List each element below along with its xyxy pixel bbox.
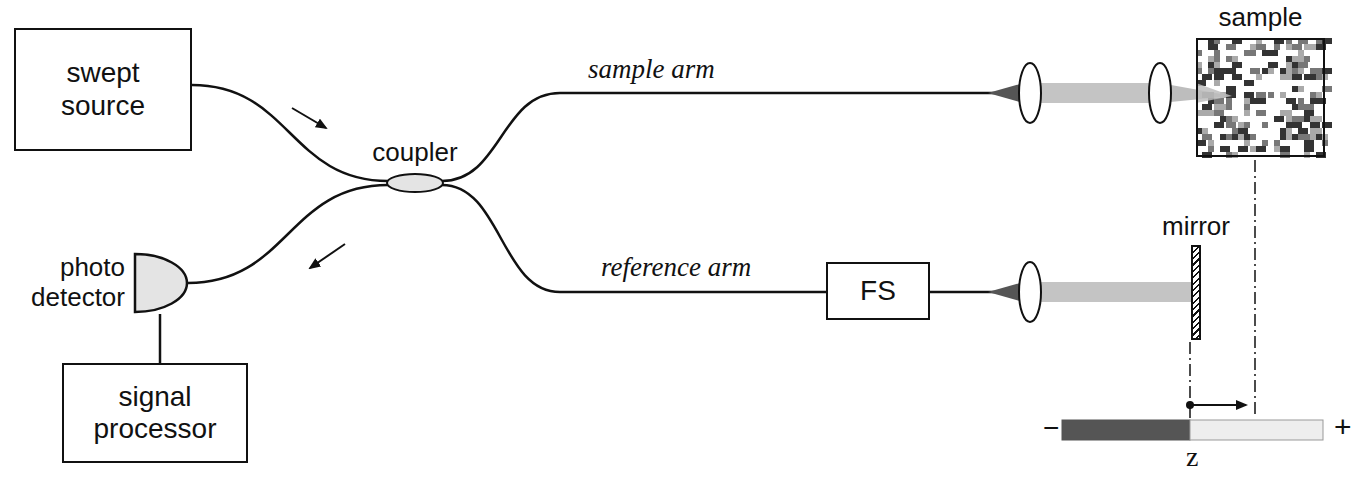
node-label: signal processor	[80, 381, 230, 445]
sample-block: sample	[1196, 38, 1325, 157]
optical-fiber	[159, 314, 162, 363]
coupler: coupler	[386, 173, 444, 193]
z-arrow	[1190, 404, 1246, 406]
light-beam	[1020, 282, 1192, 302]
coupler-shape	[386, 173, 444, 193]
lens	[1019, 63, 1041, 123]
mirror: mirror	[1191, 245, 1201, 340]
photo-detector-shape	[133, 252, 189, 314]
optical-fiber	[442, 93, 1196, 181]
arm-label: sample arm	[585, 54, 718, 85]
fiber-tip	[988, 84, 1020, 102]
optical-fiber	[188, 185, 388, 283]
node-label: mirror	[1162, 212, 1230, 241]
sample-block-shape	[1196, 38, 1325, 157]
node-label: photo detector	[15, 253, 125, 313]
lens	[1149, 63, 1171, 123]
node-label: sample	[1219, 3, 1303, 32]
projection-line	[1254, 160, 1256, 418]
photo-detector: photo detector	[133, 252, 189, 314]
fiber-tip	[988, 283, 1020, 301]
node-label: coupler	[372, 138, 457, 167]
optical-fiber	[192, 85, 388, 181]
axis-positive	[1190, 420, 1323, 440]
source-box: swept source	[14, 28, 192, 151]
processor-box: signal processor	[62, 363, 248, 463]
direction-arrow	[292, 108, 326, 128]
axis-sign: +	[1331, 412, 1355, 442]
lens	[1019, 262, 1041, 322]
axis-label: z	[1183, 443, 1201, 471]
node-label: swept source	[38, 57, 168, 121]
optical-fiber	[442, 185, 826, 292]
node-label: FS	[860, 275, 896, 307]
axis-sign: −	[1040, 414, 1062, 442]
arm-label: reference arm	[598, 252, 754, 283]
direction-arrow	[310, 244, 345, 268]
axis-negative	[1062, 420, 1190, 440]
fs-box: FS	[826, 262, 930, 320]
